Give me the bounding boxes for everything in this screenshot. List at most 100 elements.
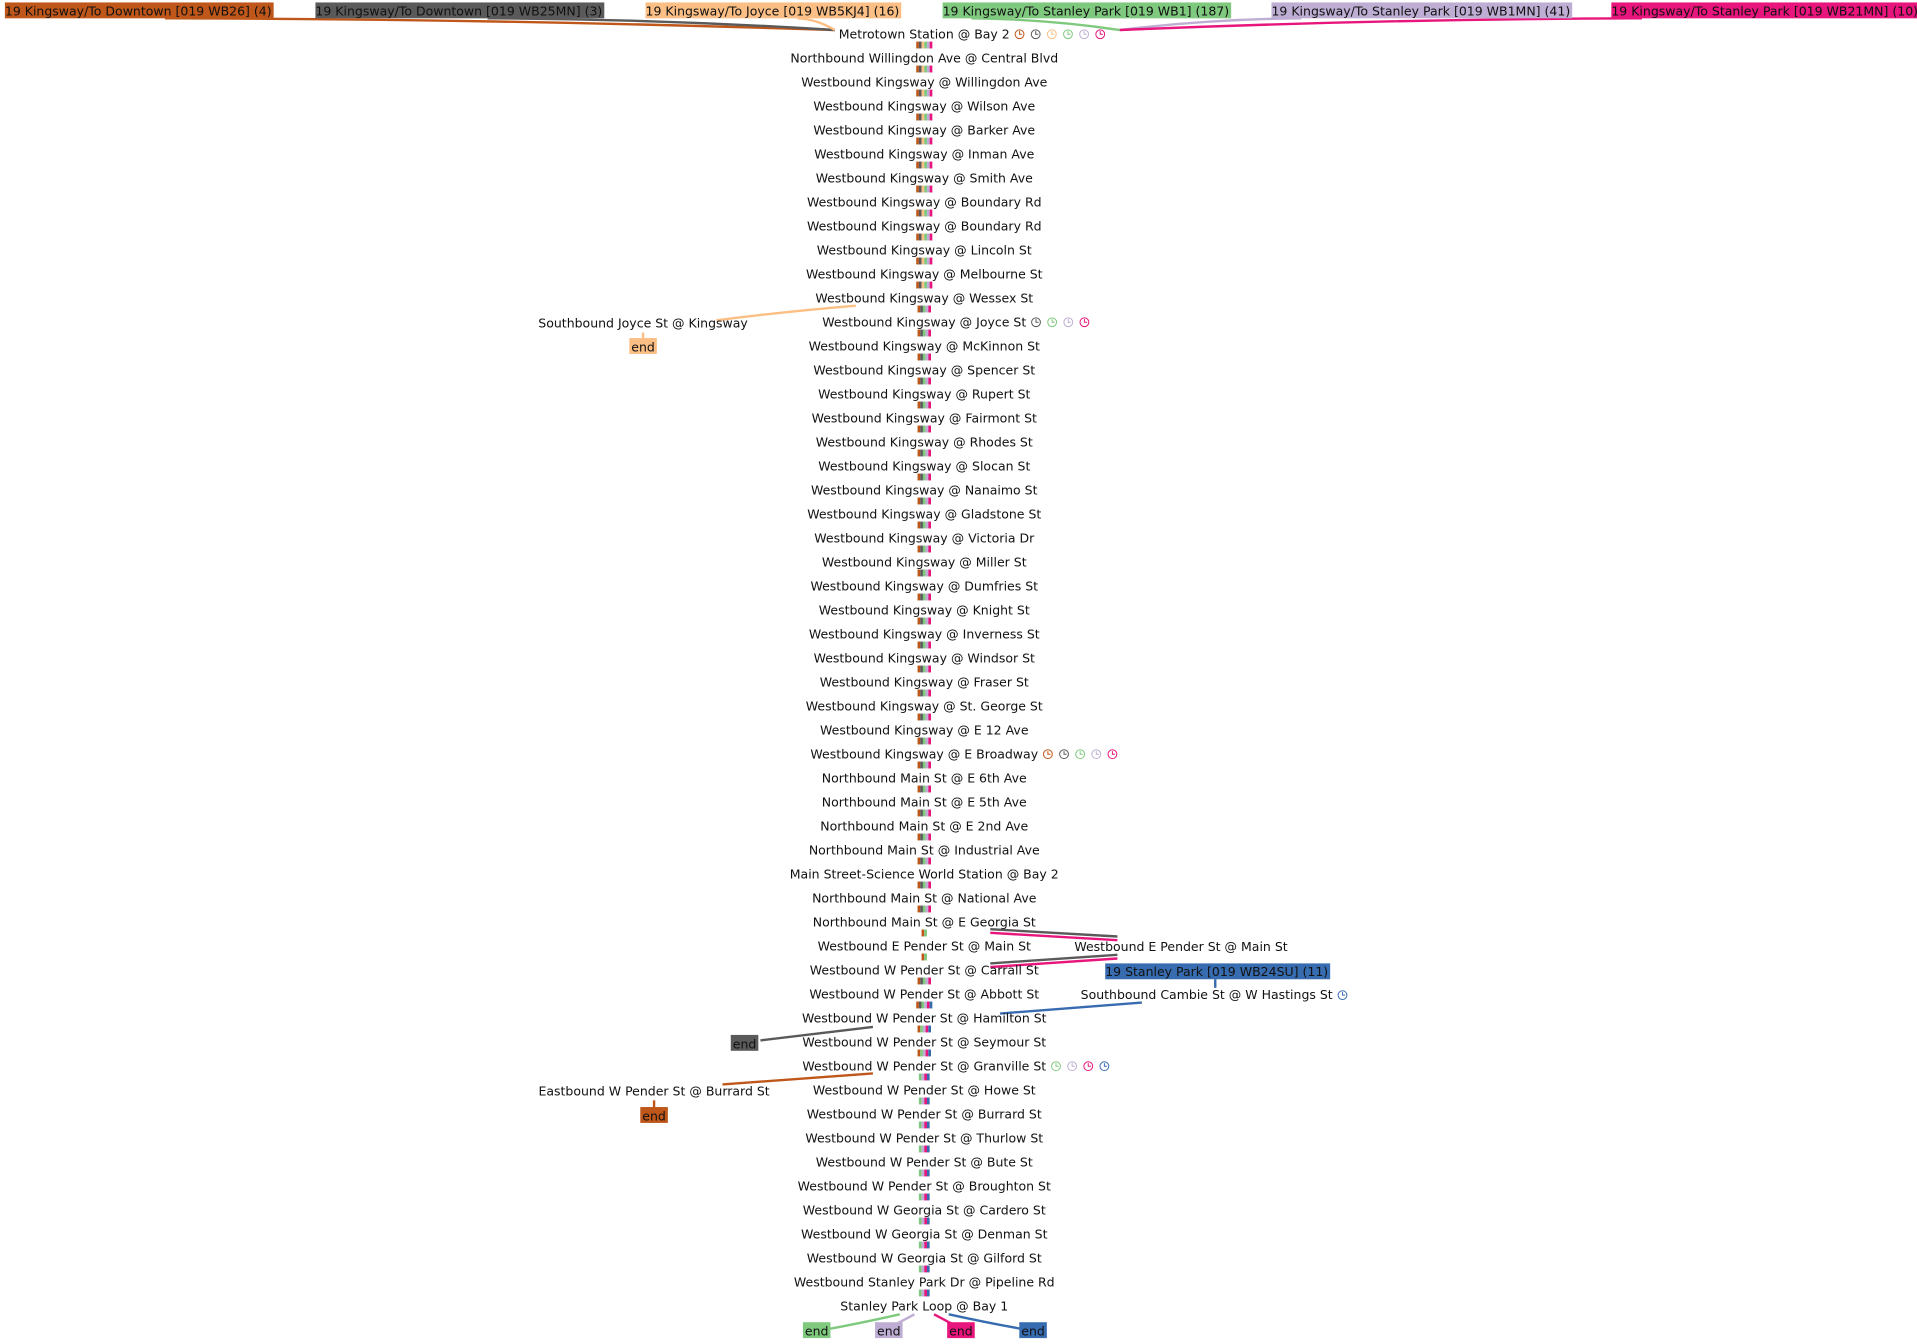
trunk-segment-r2 bbox=[920, 857, 923, 865]
trunk-segment-r2 bbox=[920, 689, 923, 697]
trunk-segment-r7 bbox=[926, 1073, 930, 1081]
route-header-r6: 19 Kingsway/To Stanley Park [019 WB21MN]… bbox=[1611, 2, 1917, 19]
trunk-segment-r4 bbox=[922, 497, 926, 505]
trunk-segment-r6 bbox=[928, 593, 931, 601]
route-connector-r1 bbox=[164, 17, 835, 32]
trunk-segment-r1 bbox=[917, 665, 921, 673]
stop-label-westbound-kingsway-willingdon-ave: Westbound Kingsway @ Willingdon Ave bbox=[801, 75, 1047, 90]
trunk-segment-r5 bbox=[925, 401, 929, 409]
end-marker-r4: end bbox=[802, 1322, 831, 1339]
trunk-segment-r1 bbox=[917, 881, 921, 889]
trunk-segment-r6 bbox=[929, 281, 933, 289]
trunk-segment-r2 bbox=[920, 305, 923, 313]
trunk-segment-r1 bbox=[917, 545, 921, 553]
stop-label-westbound-w-pender-st-broughton-st: Westbound W Pender St @ Broughton St bbox=[798, 1178, 1051, 1193]
trunk-segment-r5 bbox=[925, 905, 929, 913]
route-connector-r4 bbox=[971, 17, 1120, 32]
trunk-segment-r3 bbox=[921, 41, 925, 49]
trunk-segment-r2 bbox=[920, 377, 923, 385]
trunk-segment-r4 bbox=[918, 1145, 922, 1153]
trunk-segment-r1 bbox=[917, 617, 921, 625]
trunk-segment-r2 bbox=[920, 881, 923, 889]
stop-label-westbound-w-georgia-st-gilford-st: Westbound W Georgia St @ Gilford St bbox=[807, 1250, 1042, 1265]
trunk-segment-r7 bbox=[928, 1049, 931, 1057]
stop-label-westbound-w-pender-st-carrall-st: Westbound W Pender St @ Carrall St bbox=[810, 962, 1039, 977]
trunk-segment-r1 bbox=[916, 209, 919, 217]
trunk-segment-r4 bbox=[924, 281, 927, 289]
trunk-segment-r1 bbox=[917, 497, 921, 505]
stop-label-westbound-w-pender-st-seymour-st: Westbound W Pender St @ Seymour St bbox=[802, 1034, 1046, 1049]
end-label: end bbox=[805, 1324, 829, 1339]
route-header-label: 19 Kingsway/To Joyce [019 WB5KJ4] (16) bbox=[646, 3, 900, 18]
trunk-segment-r5 bbox=[925, 377, 929, 385]
trunk-segment-r7 bbox=[926, 1145, 930, 1153]
trunk-segment-r2 bbox=[920, 473, 923, 481]
trunk-segment-r4 bbox=[922, 473, 926, 481]
trunk-segment-r4 bbox=[922, 329, 926, 337]
trunk-segment-r4 bbox=[918, 1193, 922, 1201]
trunk-segment-r4 bbox=[922, 977, 926, 985]
trunk-segment-r3 bbox=[921, 209, 925, 217]
trunk-segment-r5 bbox=[921, 1241, 925, 1249]
route-connector-r5 bbox=[1119, 17, 1302, 32]
trunk-segment-r4 bbox=[922, 353, 926, 361]
trunk-segment-r4 bbox=[922, 449, 926, 457]
trunk-segment-r5 bbox=[925, 737, 929, 745]
trunk-segment-r1 bbox=[917, 833, 921, 841]
end-marker-bg bbox=[629, 338, 657, 354]
trunk-segment-r2 bbox=[920, 737, 923, 745]
trunk-segment-r5 bbox=[925, 833, 929, 841]
trunk-segment-r4 bbox=[924, 929, 927, 937]
trunk-segment-r3 bbox=[921, 185, 925, 193]
trunk-segment-r5 bbox=[925, 521, 929, 529]
clock-icon bbox=[1051, 1061, 1061, 1072]
trunk-segment-r2 bbox=[920, 809, 923, 817]
trunk-segment-r6 bbox=[928, 641, 931, 649]
trunk-segment-r4 bbox=[924, 209, 927, 217]
trunk-segment-r5 bbox=[925, 617, 929, 625]
trunk-segment-r4 bbox=[922, 641, 926, 649]
trunk-segment-r2 bbox=[920, 353, 923, 361]
trunk-segment-r4 bbox=[924, 233, 927, 241]
trunk-segment-r4 bbox=[918, 1265, 922, 1273]
trunk-segment-r1 bbox=[917, 305, 921, 313]
stop-label-westbound-kingsway-fraser-st: Westbound Kingsway @ Fraser St bbox=[820, 674, 1029, 689]
trunk-segment-r1 bbox=[917, 977, 921, 985]
trunk-segment-r6 bbox=[928, 977, 931, 985]
stop-label-westbound-w-pender-st-granville-st: Westbound W Pender St @ Granville St bbox=[802, 1058, 1046, 1073]
trunk-segment-r7 bbox=[928, 1025, 931, 1033]
branch-pender-return-r2 bbox=[990, 953, 1118, 965]
stop-label-westbound-kingsway-wilson-ave: Westbound Kingsway @ Wilson Ave bbox=[813, 99, 1035, 114]
trunk-segments bbox=[916, 41, 933, 1297]
trunk-segment-r5 bbox=[926, 161, 930, 169]
trunk-segment-r5 bbox=[925, 329, 929, 337]
trunk-segment-r6 bbox=[929, 209, 933, 217]
trunk-segment-r6 bbox=[929, 233, 933, 241]
trunk-segment-r2 bbox=[920, 785, 923, 793]
stop-label-westbound-w-pender-st-burrard-st: Westbound W Pender St @ Burrard St bbox=[807, 1106, 1042, 1121]
stop-label-westbound-kingsway-boundary-rd: Westbound Kingsway @ Boundary Rd bbox=[807, 219, 1042, 234]
trunk-segment-r2 bbox=[920, 593, 923, 601]
trunk-segment-r4 bbox=[922, 593, 926, 601]
trunk-segment-r5 bbox=[925, 305, 929, 313]
stop-label-metrotown-station-bay-2: Metrotown Station @ Bay 2 bbox=[839, 27, 1010, 42]
trunk-segment-r5 bbox=[925, 593, 929, 601]
trunk-segment-r6 bbox=[924, 1073, 927, 1081]
trunk-segment-r7 bbox=[926, 1121, 930, 1129]
trunk-segment-r4 bbox=[922, 833, 926, 841]
trunk-segment-r6 bbox=[924, 1265, 927, 1273]
trunk-segment-r3 bbox=[921, 65, 925, 73]
trunk-segment-r5 bbox=[925, 545, 929, 553]
trunk-segment-r6 bbox=[924, 1121, 927, 1129]
stop-label-eastbound-burrard: Eastbound W Pender St @ Burrard St bbox=[538, 1083, 769, 1098]
stop-label-westbound-kingsway-melbourne-st: Westbound Kingsway @ Melbourne St bbox=[806, 267, 1043, 282]
trunk-segment-r6 bbox=[928, 521, 931, 529]
trunk-segment-r5 bbox=[925, 713, 929, 721]
route-lines bbox=[164, 17, 1643, 1331]
branch-end-r2 bbox=[760, 1025, 874, 1042]
stop-label-westbound-e-pender-st-main-st: Westbound E Pender St @ Main St bbox=[818, 938, 1031, 953]
trunk-segment-r2 bbox=[918, 65, 922, 73]
trunk-segment-r2 bbox=[920, 449, 923, 457]
trunk-segment-r2 bbox=[918, 113, 922, 121]
trunk-segment-r6 bbox=[928, 809, 931, 817]
